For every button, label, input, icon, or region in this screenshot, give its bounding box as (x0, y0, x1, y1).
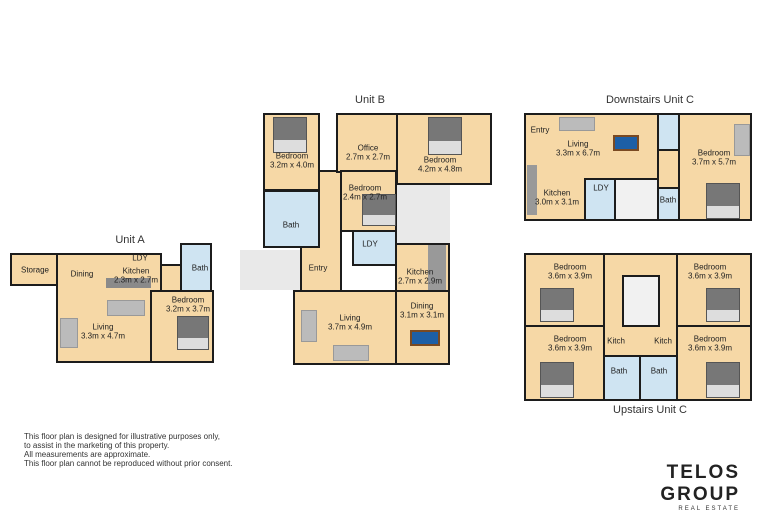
upstairs-c-bed-bl (540, 362, 574, 398)
unit-b-bath-label: Bath (282, 220, 300, 230)
unit-b-bedroom-3-label: Bedroom (348, 183, 382, 193)
telos-group-logo: TELOS GROUP REAL ESTATE (600, 462, 740, 512)
unit-b-bed-2 (428, 117, 462, 155)
unit-b-title: Unit B (355, 94, 385, 106)
unit-b-kitchen-counter (428, 245, 446, 290)
downstairs-c-bedroom-label: Bedroom (697, 148, 731, 158)
downstairs-c-entry-label: Entry (530, 125, 550, 135)
downstairs-c-stairs (614, 178, 659, 221)
downstairs-c-bedroom-size: 3.7m x 5.7m (691, 157, 737, 167)
upstairs-c-bed-tr (706, 288, 740, 322)
downstairs-c-hall (657, 149, 680, 189)
unit-a-bedroom-label: Bedroom (171, 295, 205, 305)
upstairs-c-bedroom-tl-size: 3.6m x 3.9m (547, 271, 593, 281)
logo-name: TELOS GROUP (660, 462, 740, 505)
unit-b-dining (395, 290, 450, 365)
unit-b-courtyard (395, 183, 450, 245)
upstairs-c-kitch-right-label: Kitch (654, 336, 672, 346)
unit-a-kitchen-counter (106, 278, 151, 288)
unit-a-bed (177, 316, 209, 350)
downstairs-c-title: Downstairs Unit C (605, 94, 695, 106)
upstairs-c-bed-br (706, 362, 740, 398)
unit-b-kitchen-size: 2.7m x 2.9m (397, 276, 443, 286)
downstairs-c-living-size: 3.3m x 6.7m (555, 148, 601, 158)
unit-b-office-size: 2.7m x 2.7m (345, 152, 391, 162)
unit-b-kitchen-label: Kitchen (406, 267, 434, 277)
unit-b-dining-label: Dining (410, 301, 434, 311)
logo-tagline: REAL ESTATE (678, 506, 740, 512)
downstairs-c-toilet (657, 113, 680, 151)
upstairs-c-bedroom-br-label: Bedroom (693, 334, 727, 344)
unit-b-bath (263, 190, 320, 248)
unit-a-living-label: Living (92, 322, 114, 332)
unit-b-bedroom-1-label: Bedroom (275, 151, 309, 161)
unit-b-dining-table (410, 330, 440, 346)
disclaimer-line: This floor plan is designed for illustra… (24, 432, 220, 441)
upstairs-c-bath-left (603, 355, 641, 401)
disclaimer-line: to assist in the marketing of this prope… (24, 441, 170, 450)
downstairs-c-bath-label: Bath (659, 195, 677, 205)
unit-b-sofa-2 (333, 345, 369, 361)
downstairs-c-kitchen-size: 3.0m x 3.1m (534, 197, 580, 207)
unit-b-entry-label: Entry (308, 263, 328, 273)
downstairs-c-kitchen-counter (527, 165, 537, 215)
unit-a-sofa (107, 300, 145, 316)
unit-a-dining-label: Dining (70, 269, 94, 279)
upstairs-c-bath-left-label: Bath (610, 366, 628, 376)
unit-b-living-label: Living (339, 313, 361, 323)
upstairs-c-bedroom-bl-label: Bedroom (553, 334, 587, 344)
upstairs-c-bath-right (639, 355, 678, 401)
downstairs-c-kitchen-label: Kitchen (543, 188, 571, 198)
unit-b-office-label: Office (357, 143, 379, 153)
unit-a-kitchen-label: Kitchen (122, 266, 150, 276)
upstairs-c-bedroom-br-size: 3.6m x 3.9m (687, 343, 733, 353)
downstairs-c-sofa (559, 117, 595, 131)
unit-b-bedroom-2-label: Bedroom (423, 155, 457, 165)
upstairs-c-bedroom-bl-size: 3.6m x 3.9m (547, 343, 593, 353)
unit-b-bedroom-1-size: 3.2m x 4.0m (269, 160, 315, 170)
downstairs-c-living-label: Living (567, 139, 589, 149)
unit-b-dining-size: 3.1m x 3.1m (399, 310, 445, 320)
unit-a-bath (180, 243, 212, 292)
unit-b-ldy-label: LDY (362, 239, 378, 249)
disclaimer-line: All measurements are approximate. (24, 450, 151, 459)
upstairs-c-kitch-left-label: Kitch (607, 336, 625, 346)
upstairs-c-bedroom-tr-label: Bedroom (693, 262, 727, 272)
downstairs-c-bedroom-sofa (734, 124, 750, 156)
upstairs-c-title: Upstairs Unit C (613, 404, 687, 416)
upstairs-c-bedroom-tl-label: Bedroom (553, 262, 587, 272)
disclaimer-line: This floor plan cannot be reproduced wit… (24, 459, 233, 468)
downstairs-c-dining-table (613, 135, 639, 151)
upstairs-c-bedroom-tr-size: 3.6m x 3.9m (687, 271, 733, 281)
upstairs-c-bed-tl (540, 288, 574, 322)
unit-a-title: Unit A (115, 234, 145, 246)
unit-a-bath-label: Bath (191, 263, 209, 273)
unit-b-deck (240, 250, 300, 290)
downstairs-c-bed (706, 183, 740, 219)
unit-b-sofa-1 (301, 310, 317, 342)
disclaimer: This floor plan is designed for illustra… (24, 432, 233, 468)
unit-b-bed-1 (273, 117, 307, 153)
unit-b-bedroom-2-size: 4.2m x 4.8m (417, 164, 463, 174)
unit-a-storage-label: Storage (20, 265, 50, 275)
unit-a-storage (10, 253, 58, 286)
upstairs-c-bath-right-label: Bath (650, 366, 668, 376)
downstairs-c-ldy-label: LDY (593, 183, 609, 193)
unit-b-living-size: 3.7m x 4.9m (327, 322, 373, 332)
unit-a-armchair (60, 318, 78, 348)
unit-a-kitchen-size: 2.3m x 2.7m (113, 275, 159, 285)
upstairs-c-stairs (622, 275, 660, 327)
unit-b-bedroom-3-size: 2.4m x 2.7m (342, 192, 388, 202)
unit-a-living-size: 3.3m x 4.7m (80, 331, 126, 341)
unit-a-bedroom-size: 3.2m x 3.7m (165, 304, 211, 314)
unit-a-ldy-label: LDY (132, 253, 148, 263)
unit-a-hall (160, 264, 182, 292)
unit-b-office (336, 113, 400, 173)
unit-b-bed-3 (362, 194, 396, 226)
